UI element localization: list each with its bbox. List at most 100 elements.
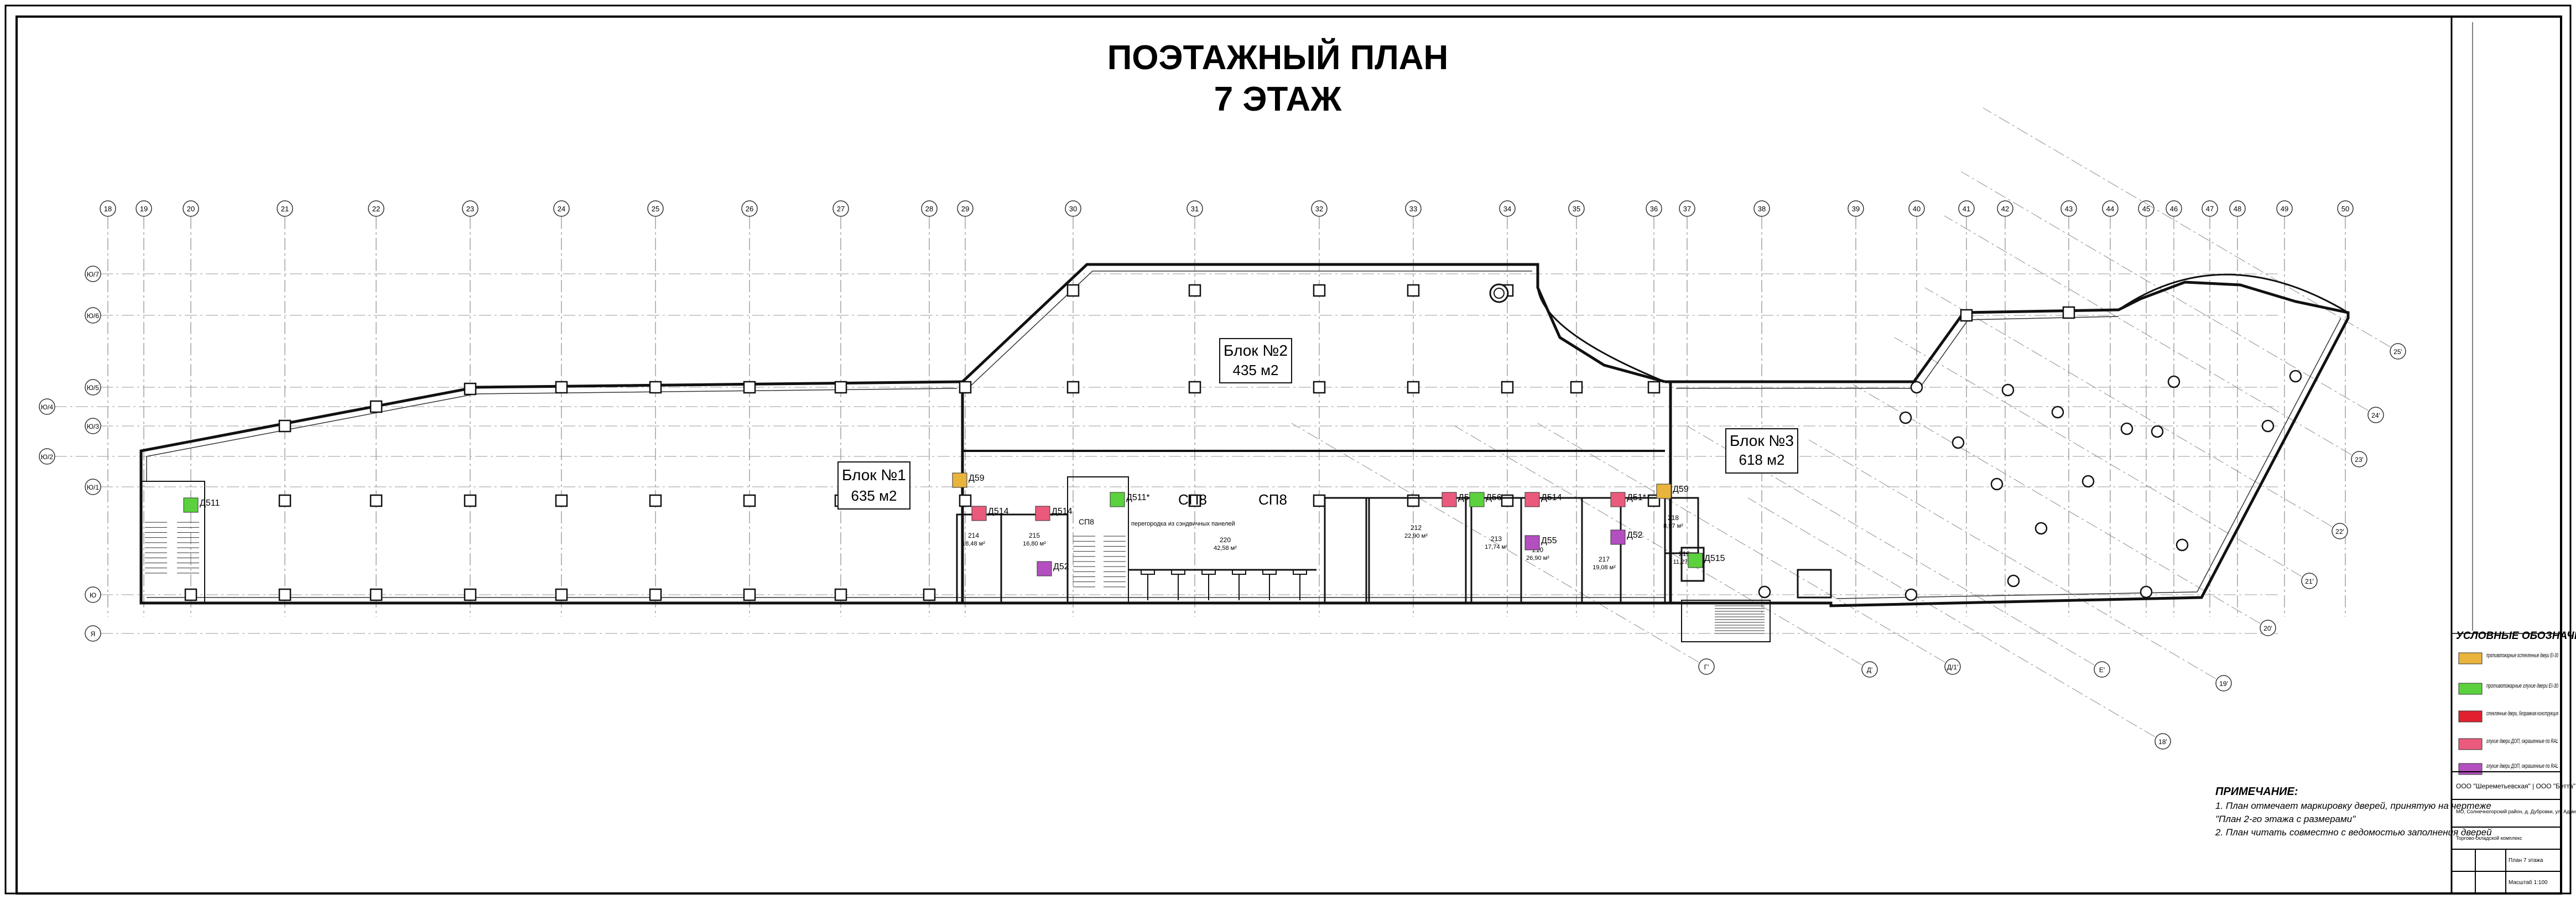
column bbox=[923, 588, 936, 601]
door-marker-pink bbox=[1524, 492, 1540, 507]
column bbox=[464, 588, 477, 601]
axis-label-diag: 24' bbox=[2371, 412, 2380, 419]
inner-wall-lines bbox=[146, 271, 2341, 599]
axis-line-diag bbox=[1537, 423, 1945, 663]
axis-label-top: 37 bbox=[1683, 205, 1691, 213]
door-label: Д515 bbox=[1704, 554, 1725, 563]
axis-label-top: 33 bbox=[1409, 205, 1417, 213]
block2-label: Блок №2 435 м2 bbox=[1219, 338, 1292, 383]
column-round bbox=[2034, 522, 2048, 535]
axis-label-top: 30 bbox=[1069, 205, 1077, 213]
axis-bubble-left bbox=[85, 418, 101, 434]
block3-area: 618 м2 bbox=[1739, 451, 1785, 468]
axis-label-top: 41 bbox=[1963, 205, 1970, 213]
axis-label-diag: 25' bbox=[2393, 348, 2402, 356]
door-label: Д511* bbox=[1126, 493, 1150, 502]
axis-label-diag: 19' bbox=[2219, 680, 2228, 688]
column bbox=[370, 494, 383, 507]
room-number: 213 bbox=[1491, 535, 1502, 543]
stamp-address: МО, Солнечногорский район, д. Дубровки, … bbox=[2456, 809, 2576, 814]
column-round bbox=[2081, 475, 2095, 488]
axis-bubble-top bbox=[741, 200, 758, 217]
axis-label-top: 35 bbox=[1573, 205, 1580, 213]
legend-text: стеклянные двери, безрамная конструкция bbox=[2486, 710, 2558, 717]
column-round bbox=[2120, 422, 2133, 435]
room-area: 42,58 м² bbox=[1214, 545, 1237, 552]
room-number: 215 bbox=[1029, 532, 1040, 539]
axis-label-top: 49 bbox=[2281, 205, 2288, 213]
axis-bubble-top bbox=[1499, 200, 1516, 217]
axis-line-diag bbox=[1687, 425, 2095, 666]
axis-bubble-diag bbox=[2155, 733, 2171, 750]
block2-name: Блок №2 bbox=[1224, 342, 1288, 359]
axis-label-left: Ю/5 bbox=[87, 384, 99, 392]
axis-bubble-top bbox=[100, 200, 116, 217]
axis-bubble-left bbox=[85, 479, 101, 495]
column-round-inner bbox=[1493, 288, 1505, 299]
inner-frame bbox=[15, 15, 2562, 895]
axis-bubble-top bbox=[2337, 200, 2354, 217]
column bbox=[1960, 309, 1973, 322]
axis-bubble-top bbox=[2060, 200, 2077, 217]
axis-bubble-left bbox=[39, 448, 55, 465]
axis-bubble-left bbox=[39, 398, 55, 415]
column-round bbox=[1910, 381, 1923, 394]
bar-tables bbox=[1128, 569, 1316, 600]
axis-label-diag: Д/1' bbox=[1947, 663, 1958, 671]
axis-label-top: 38 bbox=[1758, 205, 1766, 213]
room-number: 214 bbox=[968, 532, 979, 539]
column bbox=[959, 381, 972, 394]
column bbox=[834, 381, 847, 394]
axis-label-left: Я bbox=[91, 630, 96, 638]
column bbox=[370, 588, 383, 601]
column bbox=[1313, 494, 1326, 507]
axis-line-diag bbox=[1454, 425, 1862, 666]
axis-bubble-left bbox=[85, 379, 101, 396]
door-marker-purple bbox=[1037, 561, 1052, 576]
title-block-stamp bbox=[2451, 771, 2562, 894]
axis-bubble-top bbox=[1997, 200, 2013, 217]
column-round bbox=[2176, 538, 2189, 552]
axis-label-top: 48 bbox=[2234, 205, 2241, 213]
legend-swatch bbox=[2458, 683, 2483, 695]
axis-bubble-diag bbox=[1861, 661, 1878, 678]
axis-label-top: 23 bbox=[466, 205, 474, 213]
column bbox=[2062, 306, 2075, 319]
room-partitions bbox=[956, 497, 1832, 604]
column bbox=[278, 494, 292, 507]
axis-bubble-top bbox=[1646, 200, 1662, 217]
room-number: 212 bbox=[1411, 524, 1422, 532]
block3-outline bbox=[1665, 280, 2350, 607]
building-outline bbox=[139, 263, 2350, 607]
room-number: 219 bbox=[1679, 550, 1690, 558]
stamp-sheet: План 7 этажа bbox=[2509, 858, 2543, 864]
room-area: 22,90 м² bbox=[1404, 533, 1428, 539]
axis-label-top: 21 bbox=[281, 205, 289, 213]
column bbox=[464, 382, 477, 396]
door-label: Д52 bbox=[1053, 562, 1069, 571]
axis-label-top: 19 bbox=[140, 205, 148, 213]
plan-title-line2: 7 ЭТАЖ bbox=[1214, 80, 1342, 118]
column-round bbox=[1904, 588, 1918, 601]
axis-line-diag bbox=[1808, 439, 2216, 679]
column bbox=[834, 588, 847, 601]
axis-label-top: 40 bbox=[1913, 205, 1921, 213]
axis-line-diag bbox=[1747, 497, 2156, 737]
axis-bubble-top bbox=[1568, 200, 1585, 217]
axis-label-top: 32 bbox=[1315, 205, 1323, 213]
room-number: 220 bbox=[1220, 536, 1231, 544]
column-round bbox=[2167, 375, 2181, 388]
column-round bbox=[2051, 406, 2064, 419]
axis-line-diag bbox=[1894, 337, 2302, 577]
block3-label-box bbox=[1725, 428, 1798, 474]
legend-swatch bbox=[2458, 652, 2483, 664]
notes-line-2: "План 2-го этажа с размерами" bbox=[2215, 814, 2356, 824]
axis-label-left: Ю/6 bbox=[87, 312, 99, 320]
block2-area: 435 м2 bbox=[1233, 362, 1279, 378]
axis-label-diag: 20' bbox=[2263, 625, 2272, 632]
axis-bubble-top bbox=[921, 200, 938, 217]
axis-bubble-top bbox=[553, 200, 570, 217]
column bbox=[743, 588, 756, 601]
